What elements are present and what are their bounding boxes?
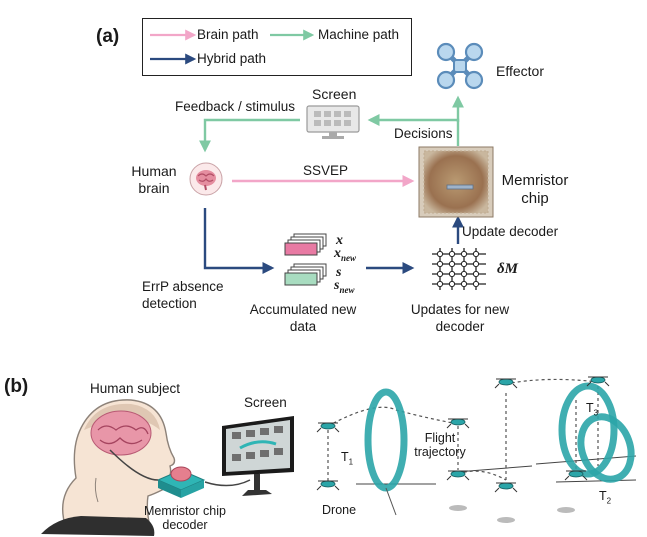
memristor-decoder-label-line1: Memristor chip [144,504,226,518]
accumulated-data-stacks [284,233,327,286]
panel-a-flow-arrows [199,95,464,274]
effector-drone-icon [436,42,484,90]
updates-label-line2: decoder [435,319,485,334]
screen-b-label: Screen [244,395,287,410]
legend-hybrid-label: Hybrid path [197,51,267,66]
var-xnew: xnew [334,246,356,266]
t1-base: T [341,450,349,464]
cables [109,449,251,487]
legend-box [142,18,412,76]
legend-machine-label: Machine path [318,27,400,42]
memristor-decoder-label-line2: decoder [162,518,208,532]
screen-label: Screen [312,86,357,102]
t2-sub: 2 [606,496,612,506]
memristor-chip-label-line1: Memristor [501,172,569,189]
human-brain-label-line2: brain [138,180,170,196]
human-brain-label: Human brain [124,163,184,197]
panel-b-label: (b) [4,376,29,397]
feedback-arrow [199,118,300,153]
updates-label: Updates for new decoder [398,301,522,335]
flight-trajectory-label: Flight trajectory [408,431,472,459]
panel-a-label: (a) [96,26,120,47]
delta-m-label: δM [497,261,519,277]
accumulated-data-label: Accumulated new data [243,301,363,335]
t2-base: T [599,489,607,503]
effector-label: Effector [496,63,544,79]
crossbar-update-grid [432,248,486,290]
accumulated-data-label-line2: data [289,319,317,334]
accumulated-data-label-line1: Accumulated new [249,302,357,317]
var-snew-base: s [334,278,340,293]
legend-arrows [150,29,315,65]
screen-display-image [222,416,294,496]
var-xnew-sub: new [341,252,357,263]
t1-label: T1 [341,449,353,471]
ssvep-label: SSVEP [303,163,349,178]
flight-trajectory-label-line1: Flight [424,431,456,445]
t2-label: T2 [599,488,611,510]
flight-trajectory-diagram [316,376,637,523]
brain-icon [189,162,223,196]
errp-label-line1: ErrP absence [142,279,224,294]
memristor-decoder-image [156,466,206,498]
t1-sub: 1 [348,457,354,467]
update-decoder-label: Update decoder [462,224,559,239]
var-snew-sub: new [339,284,355,295]
feedback-label: Feedback / stimulus [175,99,296,114]
human-brain-label-line1: Human [131,163,177,179]
var-xnew-base: x [334,246,341,261]
updates-label-line1: Updates for new [410,302,510,317]
screen-monitor-icon [306,105,360,139]
var-x: x [336,233,343,248]
errp-label: ErrP absence detection [142,278,224,312]
t3-sub: 3 [593,408,599,418]
decisions-label: Decisions [394,126,453,141]
errp-arrow [203,208,275,274]
memristor-chip-image [418,146,494,218]
var-s: s [336,265,342,280]
t3-base: T [586,401,594,415]
memristor-chip-label-line2: chip [521,190,549,207]
human-subject-label: Human subject [90,381,181,396]
drone-label: Drone [322,503,357,517]
flight-trajectory-label-line2: trajectory [414,445,466,459]
memristor-decoder-label: Memristor chip decoder [137,504,233,532]
memristor-chip-label: Memristor chip [497,172,573,208]
legend-brain-label: Brain path [197,27,259,42]
var-snew: snew [334,278,354,298]
human-subject-image [41,399,176,536]
t3-label: T3 [586,400,598,422]
errp-label-line2: detection [142,296,197,311]
